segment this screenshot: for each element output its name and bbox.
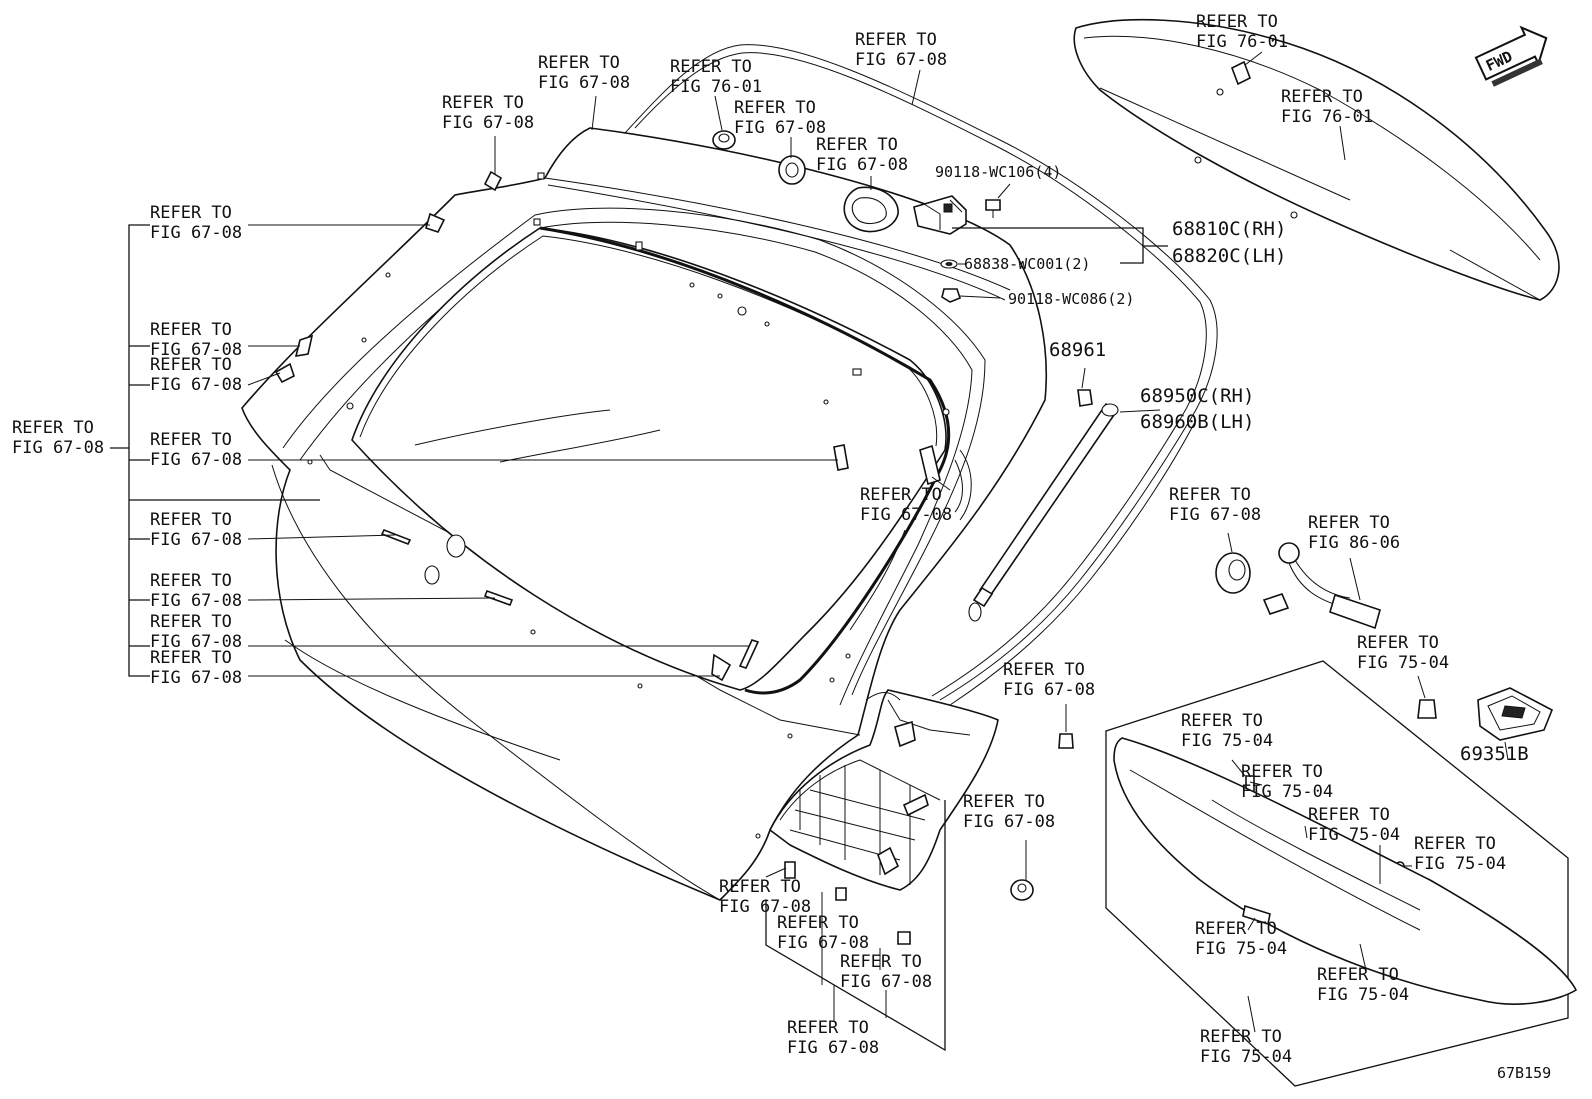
part-number-lamp: 69351B <box>1460 743 1529 765</box>
part-number-hinge-bolt: 90118-WC106(4) <box>935 163 1061 181</box>
part-number-hinge-nut: 90118-WC086(2) <box>1008 290 1134 308</box>
back-door-garnish-box <box>1105 660 1578 1087</box>
part-number-hinge-lh: 68820C(LH) <box>1172 245 1286 267</box>
part-number-labels: 90118-WC106(4) 68810C(RH) 68820C(LH) 688… <box>935 163 1551 1082</box>
part-number-washer: 68838-WC001(2) <box>964 255 1090 273</box>
figure-code: 67B159 <box>1497 1064 1551 1082</box>
wiring-harness <box>1215 542 1381 630</box>
top-grommets <box>274 130 941 682</box>
back-door-panel <box>241 44 1218 901</box>
back-door-stay <box>968 389 1119 622</box>
roof-spoiler <box>1073 18 1560 301</box>
fwd-direction-badge: FWD <box>1474 25 1548 87</box>
hinge-assembly <box>913 195 1001 303</box>
leader-lines <box>110 51 1509 1052</box>
panel-holes <box>307 172 950 839</box>
part-number-stud: 68961 <box>1049 339 1106 361</box>
part-number-stay-lh: 68960B(LH) <box>1140 411 1254 433</box>
part-number-stay-rh: 68950C(RH) <box>1140 385 1254 407</box>
license-lamp <box>1477 687 1554 741</box>
part-number-hinge-rh: 68810C(RH) <box>1172 218 1286 240</box>
